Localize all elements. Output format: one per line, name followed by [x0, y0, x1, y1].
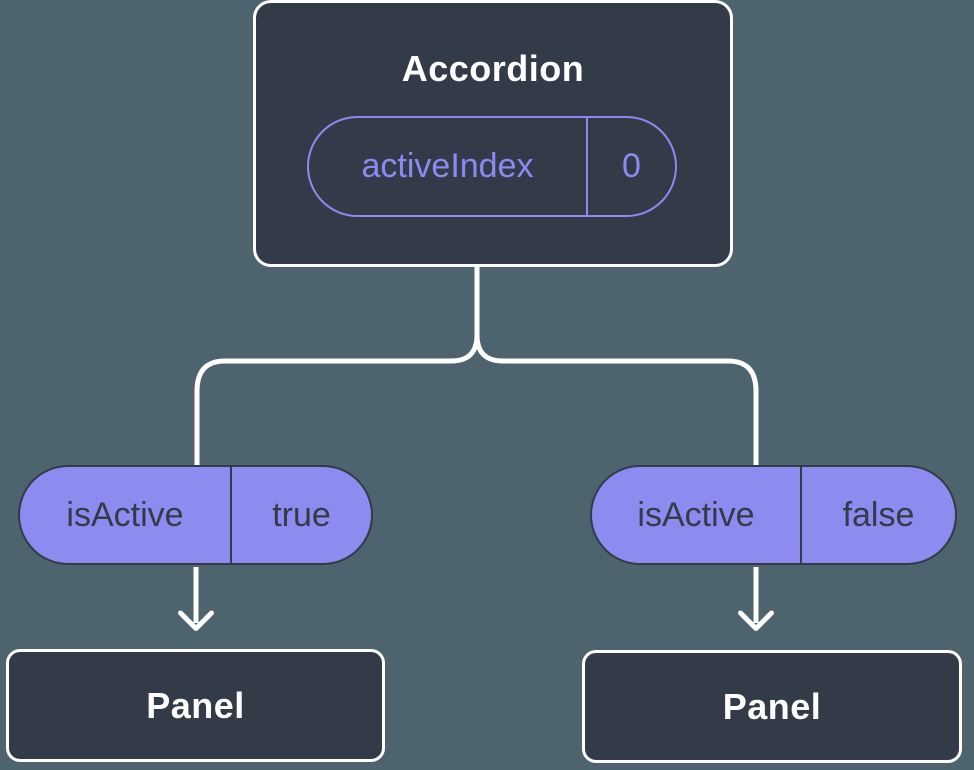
fork-branch-right	[474, 264, 759, 465]
prop-pill-isactive-true: isActive true	[18, 465, 373, 565]
accordion-node-label: Accordion	[401, 48, 585, 89]
prop-pill-value: true	[272, 495, 331, 534]
state-pill: activeIndex 0	[307, 116, 677, 217]
state-pill-value: 0	[622, 147, 641, 185]
panel-node-label: Panel	[722, 685, 822, 727]
prop-pill-value: false	[842, 495, 915, 534]
panel-node-label: Panel	[146, 684, 245, 726]
fork-branch-left	[194, 264, 480, 465]
prop-pill-name: isActive	[592, 467, 802, 563]
down-arrow-right-head-icon	[738, 610, 774, 631]
prop-pill-name: isActive	[20, 467, 232, 563]
accordion-node: Accordion activeIndex 0	[253, 0, 733, 267]
down-arrow-left-head-icon	[178, 610, 214, 631]
panel-node-right: Panel	[582, 650, 962, 763]
panel-node-left: Panel	[6, 649, 385, 762]
state-pill-name: activeIndex	[309, 118, 588, 215]
prop-pill-isactive-false: isActive false	[590, 465, 957, 565]
